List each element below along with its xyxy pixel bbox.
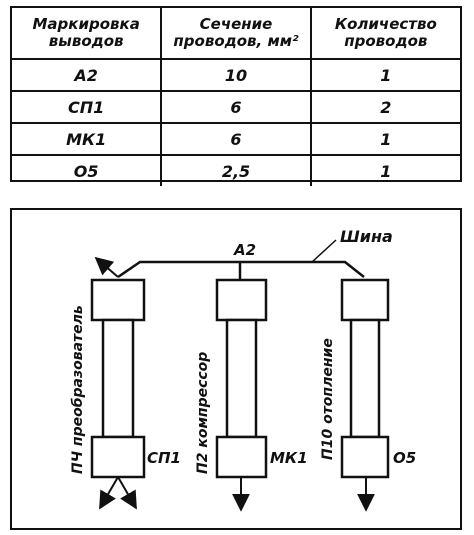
device-terminal-label: СП1: [147, 449, 181, 467]
wire-table-grid: Маркировка выводов Сечение проводов, мм²…: [12, 8, 460, 186]
cell-section: 2,5: [160, 154, 312, 186]
table-row: А2 10 1: [12, 58, 460, 92]
bottom-terminal-block: [215, 435, 268, 479]
wire-table: Маркировка выводов Сечение проводов, мм²…: [10, 6, 462, 186]
fuse-body: [225, 318, 258, 439]
header-wire-section: Сечение проводов, мм²: [160, 8, 312, 60]
cell-count: 1: [309, 122, 460, 156]
device-converter: ПЧ преобразователь СП1: [70, 256, 181, 510]
cell-section: 6: [160, 90, 312, 124]
fuse-body: [101, 318, 135, 439]
device-name-label: ПЧ преобразователь: [70, 305, 86, 474]
bottom-terminal-block: [90, 435, 146, 479]
header-terminal-marking: Маркировка выводов: [12, 8, 163, 60]
output-arrow-icon: [99, 476, 119, 510]
device-compressor: П2 компрессор МК1: [195, 278, 308, 512]
cell-count: 1: [309, 58, 460, 92]
fuse-body: [349, 318, 381, 439]
device-name-label: П10 отопление: [320, 338, 336, 460]
cell-count: 2: [309, 90, 460, 124]
output-arrow-icon: [117, 476, 137, 510]
bus-label-leader: [311, 239, 337, 263]
table-row: О5 2,5 1: [12, 154, 460, 186]
top-terminal-block: [340, 278, 390, 322]
bottom-terminal-block: [340, 435, 390, 479]
cell-section: 6: [160, 122, 312, 156]
device-terminal-label: О5: [393, 449, 416, 467]
device-heating: П10 отопление О5: [320, 278, 416, 512]
device-terminal-label: МК1: [270, 449, 308, 467]
cell-marking: МК1: [12, 122, 163, 156]
wiring-diagram-frame: [10, 208, 462, 530]
top-terminal-block: [90, 278, 146, 322]
top-terminal-block: [215, 278, 268, 322]
input-arrow-icon: [94, 256, 119, 278]
cell-section: 10: [160, 58, 312, 92]
bus-terminal-label: А2: [233, 241, 256, 259]
table-row: СП1 6 2: [12, 90, 460, 124]
device-name-label: П2 компрессор: [195, 352, 211, 474]
bus-bar: [117, 260, 365, 279]
bus-label: Шина: [340, 227, 393, 246]
cell-marking: СП1: [12, 90, 163, 124]
header-wire-count: Количество проводов: [309, 8, 460, 60]
table-row: МК1 6 1: [12, 122, 460, 156]
cell-count: 1: [309, 154, 460, 186]
cell-marking: А2: [12, 58, 163, 92]
cell-marking: О5: [12, 154, 163, 186]
